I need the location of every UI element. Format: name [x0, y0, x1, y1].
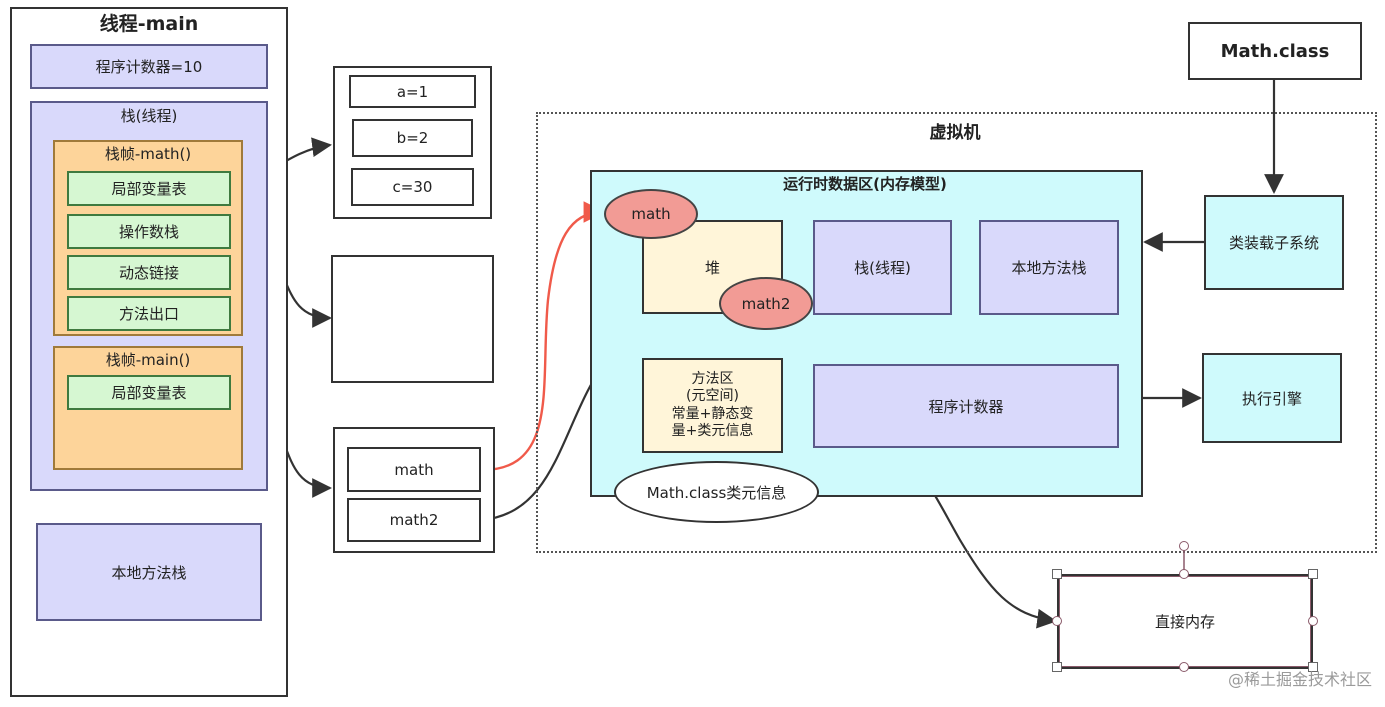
- frame-math-operand-stack: 操作数栈: [67, 214, 231, 249]
- heap-object-math2: math2: [719, 277, 813, 330]
- program-counter-value: 程序计数器=10: [30, 44, 268, 89]
- rotate-handle-icon[interactable]: [1179, 541, 1189, 551]
- watermark: @稀土掘金技术社区: [1227, 670, 1372, 689]
- vm-native-stack-box: 本地方法栈: [979, 220, 1119, 315]
- value-a: a=1: [349, 75, 476, 108]
- value-c: c=30: [351, 168, 474, 206]
- resize-handle-icon[interactable]: [1308, 616, 1318, 626]
- resize-handle-icon[interactable]: [1308, 662, 1318, 672]
- thread-native-stack: 本地方法栈: [36, 523, 262, 621]
- ref-math2: math2: [347, 498, 481, 542]
- frame-main-local-vars: 局部变量表: [67, 375, 231, 410]
- heap-object-math: math: [604, 189, 698, 239]
- execution-engine-box: 执行引擎: [1202, 353, 1342, 443]
- link-math-ref-to-heap-math: [481, 201, 606, 472]
- class-loader-box: 类装载子系统: [1204, 195, 1344, 290]
- resize-handle-icon[interactable]: [1179, 662, 1189, 672]
- class-metadata-ellipse: Math.class类元信息: [614, 461, 819, 523]
- ref-math: math: [347, 447, 481, 492]
- frame-math-title: 栈帧-math(): [104, 144, 192, 163]
- frame-math-dynamic-link: 动态链接: [67, 255, 231, 290]
- vm-program-counter-box: 程序计数器: [813, 364, 1119, 448]
- resize-handle-icon[interactable]: [1052, 616, 1062, 626]
- heap-label: 堆: [704, 258, 720, 277]
- thread-stack-label: 栈(线程): [120, 106, 178, 125]
- frame-math-method-exit: 方法出口: [67, 296, 231, 331]
- resize-handle-icon[interactable]: [1052, 662, 1062, 672]
- direct-memory-box[interactable]: 直接内存: [1057, 574, 1313, 669]
- vm-stack-box: 栈(线程): [813, 220, 952, 315]
- virtual-machine-title: 虚拟机: [929, 122, 981, 143]
- frame-math-local-vars: 局部变量表: [67, 171, 231, 206]
- thread-main-title: 线程-main: [99, 12, 199, 35]
- resize-handle-icon[interactable]: [1052, 569, 1062, 579]
- operand-stack-box: [331, 255, 494, 383]
- method-area-box: 方法区 (元空间) 常量+静态变 量+类元信息: [642, 358, 783, 453]
- runtime-data-area-title: 运行时数据区(内存模型): [783, 174, 947, 193]
- resize-handle-icon[interactable]: [1308, 569, 1318, 579]
- frame-main-title: 栈帧-main(): [105, 350, 191, 369]
- value-b: b=2: [352, 119, 473, 157]
- resize-handle-icon[interactable]: [1179, 569, 1189, 579]
- virtual-machine-frame: [536, 112, 1377, 553]
- math-class-box: Math.class: [1188, 22, 1362, 80]
